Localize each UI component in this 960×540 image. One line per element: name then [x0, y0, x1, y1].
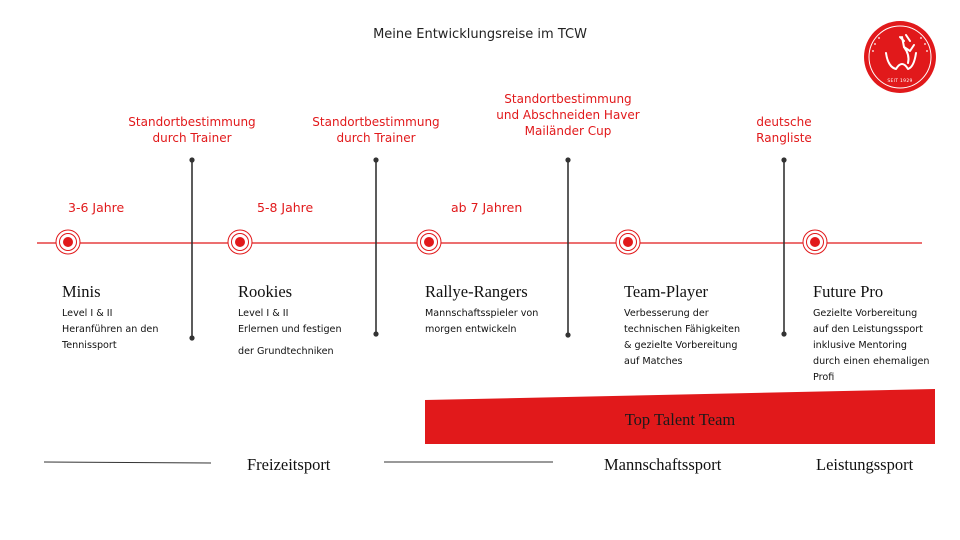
logo-top-text: TENNISCLUB WEISSENHORN E.V.	[893, 17, 913, 18]
stage-marker	[802, 229, 828, 255]
stage-minis: Minis Level I & II Heranführen an den Te…	[62, 282, 158, 354]
stage-team-player: Team-Player Verbesserung der technischen…	[624, 282, 740, 370]
band-mannschaftssport: Mannschaftssport	[604, 455, 722, 474]
divider-dot-bottom	[565, 332, 571, 338]
divider-dot-bottom	[781, 331, 787, 337]
divider-dot-bottom	[373, 331, 379, 337]
stage-rookies: Rookies Level I & II Erlernen und festig…	[238, 282, 342, 360]
assessment-label: Standortbestimmung durch Trainer	[312, 115, 440, 145]
stage-name: Rookies	[238, 282, 293, 301]
stage-description: Mannschaftsspieler von morgen entwickeln	[425, 308, 539, 335]
stage-marker	[615, 229, 641, 255]
divider-dot-top	[189, 157, 195, 163]
band-leistungssport: Leistungssport	[816, 455, 914, 474]
stage-description: Verbesserung der technischen Fähigkeiten…	[624, 308, 741, 367]
divider-dot-top	[781, 157, 787, 163]
assessment-label: deutsche Rangliste	[756, 115, 812, 145]
band-separator	[43, 461, 212, 464]
stage-rallye-rangers: Rallye-Rangers Mannschaftsspieler von mo…	[425, 282, 538, 338]
stage-name: Minis	[62, 282, 101, 301]
band-freizeitsport: Freizeitsport	[247, 455, 331, 474]
deer-logo-icon	[885, 34, 917, 70]
top-talent-label: Top Talent Team	[624, 410, 736, 429]
assessment-label: Standortbestimmung durch Trainer	[128, 115, 256, 145]
stage-future-pro: Future Pro Gezielte Vorbereitung auf den…	[813, 282, 930, 386]
logo-bottom-text: SEIT 1929	[887, 79, 913, 84]
divider-dot-bottom	[189, 335, 195, 341]
stage-name: Future Pro	[813, 282, 884, 301]
stage-marker	[227, 229, 253, 255]
stage-marker	[416, 229, 442, 255]
assessment-label: Standortbestimmung und Abschneiden Haver…	[496, 92, 640, 138]
stage-name: Rallye-Rangers	[425, 282, 528, 301]
divider-dot-top	[373, 157, 379, 163]
stage-marker	[55, 229, 81, 255]
stage-description: Level I & II Heranführen an den Tennissp…	[62, 308, 159, 351]
age-label: 5-8 Jahre	[257, 200, 314, 215]
stage-description: Level I & II Erlernen und festigen der G…	[238, 308, 342, 357]
stage-description: Gezielte Vorbereitung auf den Leistungss…	[813, 308, 930, 383]
stage-name: Team-Player	[624, 282, 709, 301]
club-logo	[864, 21, 936, 93]
age-label: 3-6 Jahre	[68, 200, 125, 215]
milestone-divider	[191, 160, 785, 338]
top-talent-bar	[425, 389, 935, 444]
page-title: Meine Entwicklungsreise im TCW	[373, 27, 587, 42]
divider-dot-top	[565, 157, 571, 163]
age-label: ab 7 Jahren	[451, 200, 523, 215]
